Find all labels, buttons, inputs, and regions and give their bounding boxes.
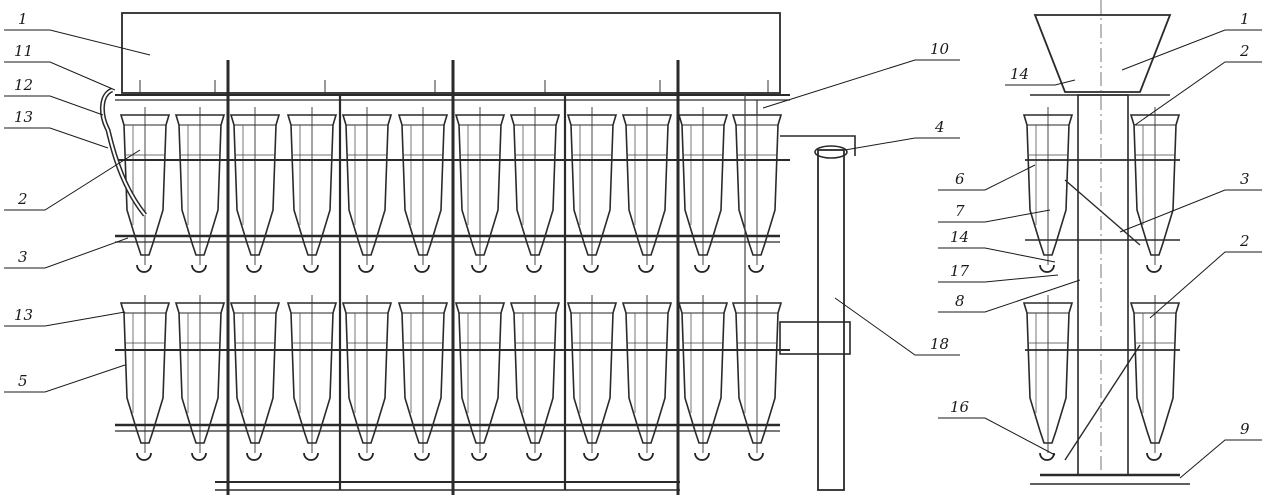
- label-r-14: 14: [1010, 65, 1029, 83]
- label-l-2: 2: [17, 190, 28, 208]
- right-view: [1023, 0, 1190, 485]
- label-r-8: 8: [955, 292, 965, 310]
- label-r-2: 2: [1239, 42, 1250, 60]
- leader-lines: [4, 29, 1262, 479]
- label-l-3: 3: [18, 248, 28, 266]
- callout-labels: 1 11 12 13 2 3 13 5 10 4 18 1 14 2 6 3 7…: [14, 10, 1250, 438]
- label-r-7: 7: [955, 202, 965, 220]
- label-r-9: 9: [1240, 420, 1250, 438]
- left-view: [100, 12, 856, 495]
- upper-cup-row: [120, 106, 782, 273]
- label-l-12: 12: [14, 76, 33, 94]
- seed-hopper: [121, 12, 781, 94]
- label-l-4: 4: [934, 118, 945, 136]
- lower-cup-row: [120, 294, 782, 461]
- label-l-5: 5: [18, 372, 28, 390]
- label-r-16: 16: [950, 398, 970, 416]
- label-r-3: 3: [1240, 170, 1250, 188]
- label-l-10: 10: [930, 40, 950, 58]
- vertical-pipe: [817, 149, 845, 491]
- label-r-1: 1: [1240, 10, 1250, 28]
- label-l-13: 13: [14, 108, 33, 126]
- label-l-1: 1: [18, 10, 28, 28]
- side-hopper: [1033, 14, 1172, 93]
- label-l-18: 18: [930, 335, 949, 353]
- label-r-14b: 14: [950, 228, 969, 246]
- label-l-11: 11: [14, 42, 33, 60]
- label-r-2b: 2: [1239, 232, 1250, 250]
- label-r-17: 17: [950, 262, 970, 280]
- label-r-6: 6: [955, 170, 965, 188]
- label-l-13b: 13: [14, 306, 33, 324]
